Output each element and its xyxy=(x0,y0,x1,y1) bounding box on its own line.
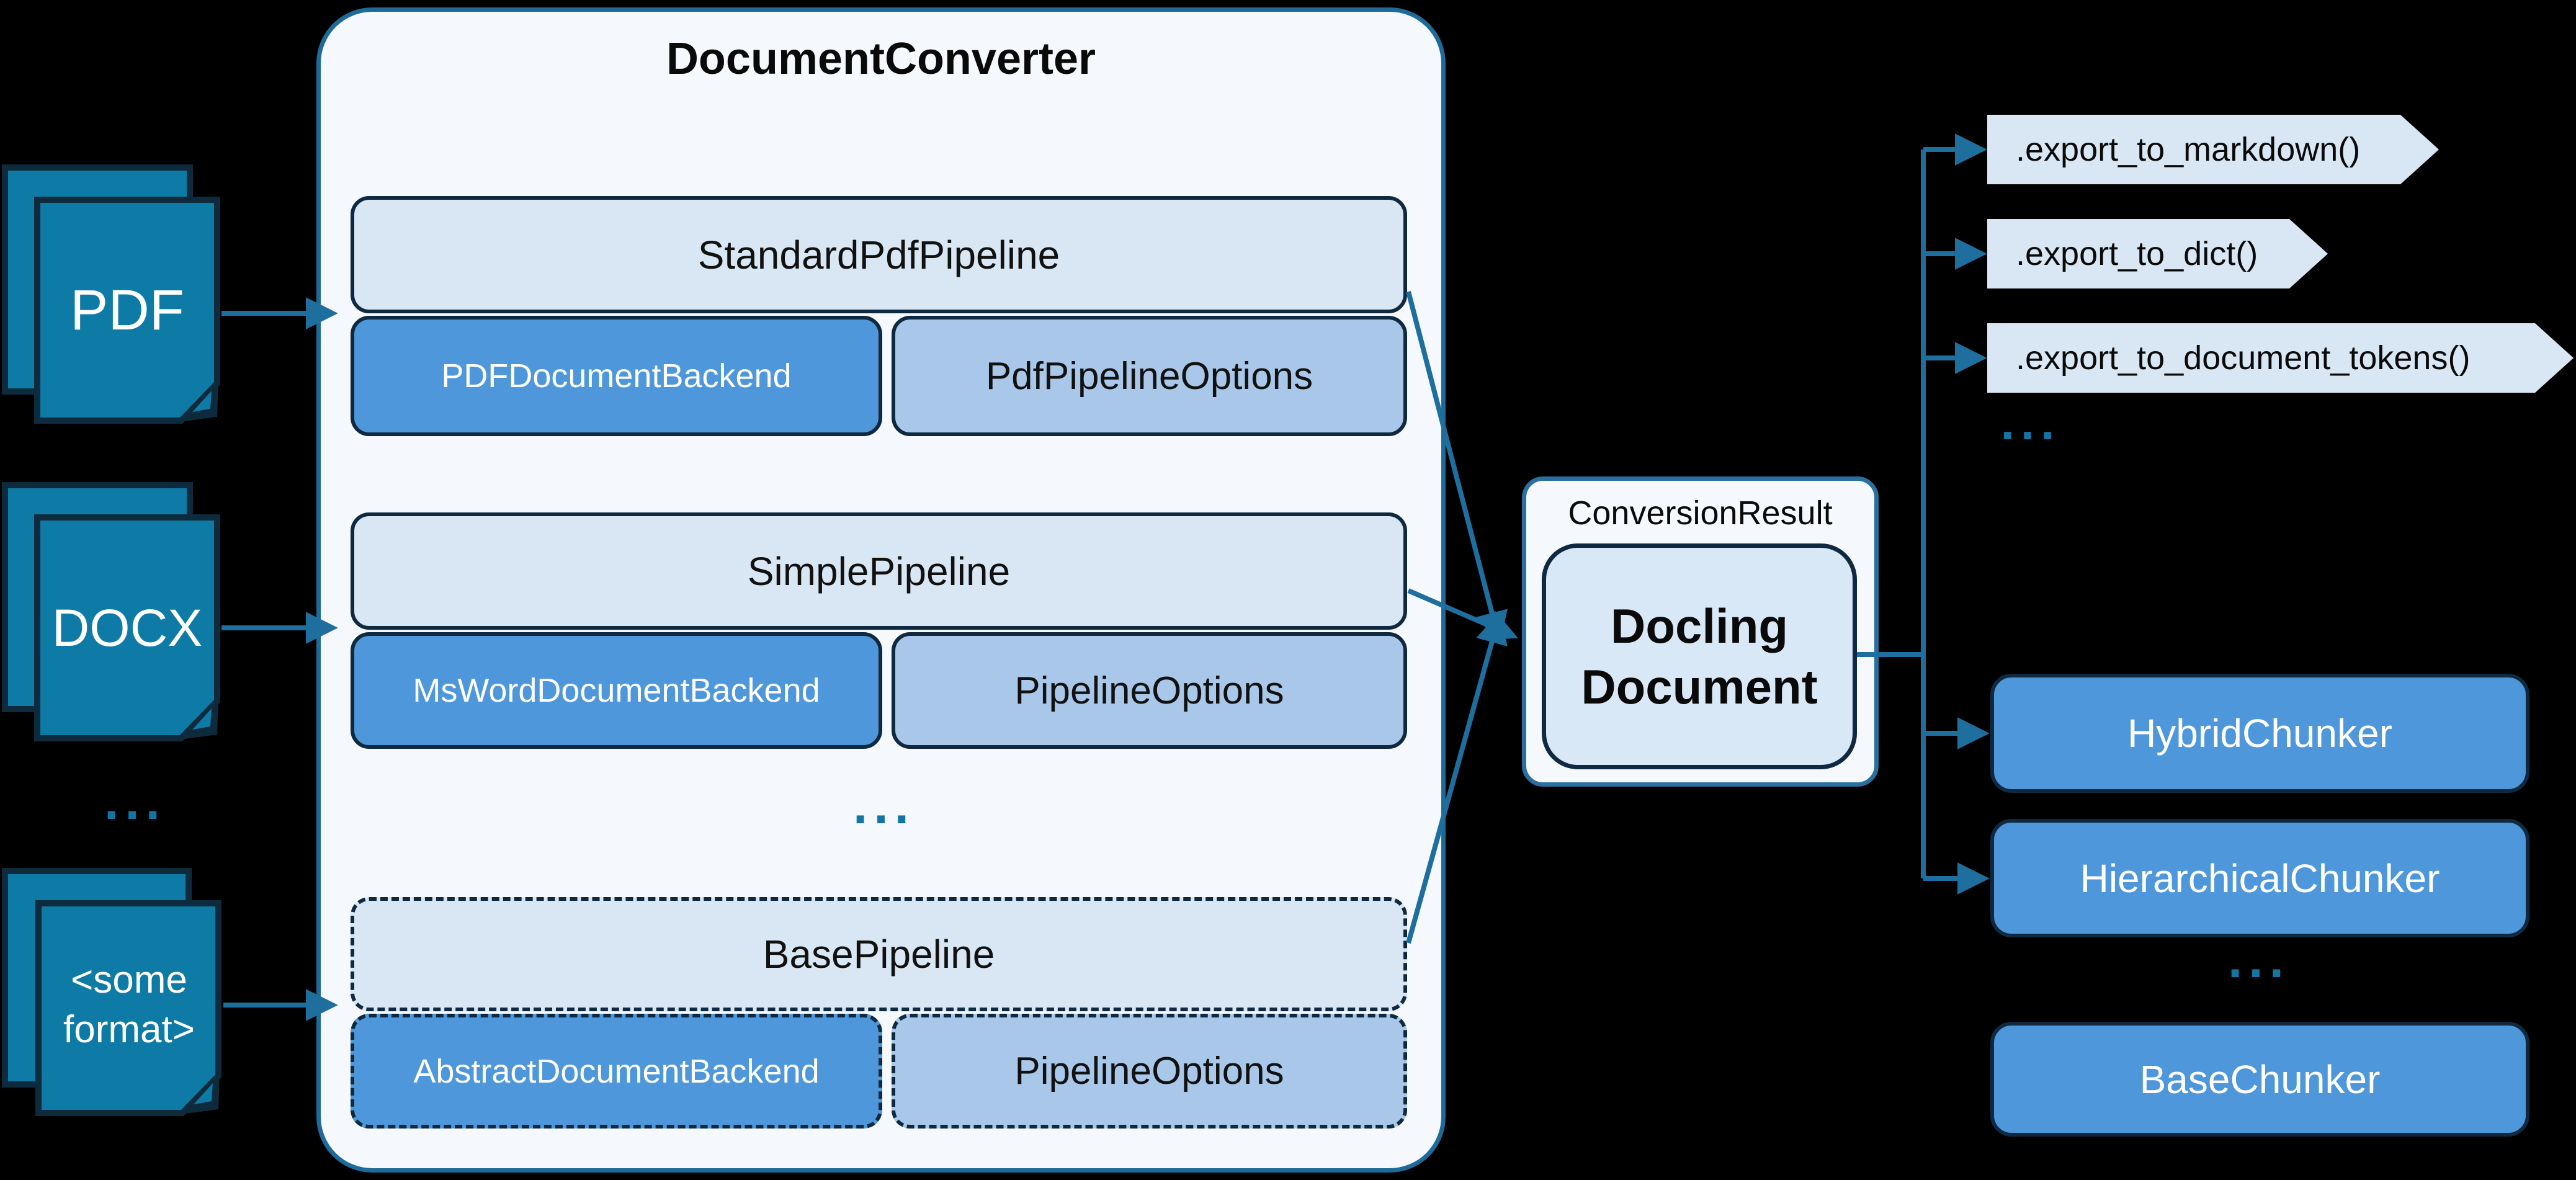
docx-label: DOCX xyxy=(51,598,203,657)
pipeline-base: BasePipeline xyxy=(351,897,1407,1011)
conversion-result-label: ConversionResult xyxy=(1568,494,1833,532)
other-format-line1: <some xyxy=(71,959,187,1001)
docling-document-line1: Docling xyxy=(1611,599,1788,653)
backend-abstract-document: AbstractDocumentBackend xyxy=(351,1014,882,1129)
converter-ellipsis: ... xyxy=(852,776,915,834)
hybrid-chunker-box: HybridChunker xyxy=(1990,674,2529,793)
options-pdf-pipeline: PdfPipelineOptions xyxy=(892,316,1407,436)
document-converter-title: DocumentConverter xyxy=(666,34,1096,84)
inputs-ellipsis: ... xyxy=(104,772,166,830)
pipeline-standard-pdf: StandardPdfPipeline xyxy=(351,196,1407,313)
export-to-document-tokens-tag: .export_to_document_tokens() xyxy=(1987,323,2574,393)
exports-ellipsis: ... xyxy=(2000,395,2061,450)
base-chunker-box: BaseChunker xyxy=(1990,1022,2529,1137)
backend-msword-document: MsWordDocumentBackend xyxy=(351,632,882,749)
pipeline-simple: SimplePipeline xyxy=(351,512,1407,630)
hierarchical-chunker-box: HierarchicalChunker xyxy=(1990,819,2529,937)
export-to-markdown-tag: .export_to_markdown() xyxy=(1987,115,2439,184)
options-pipeline: PipelineOptions xyxy=(892,632,1407,749)
pdf-documents-icon xyxy=(2,164,220,424)
docling-document-box: Docling Document xyxy=(1542,543,1857,769)
chunkers-ellipsis: ... xyxy=(2227,930,2290,988)
other-format-documents-icon xyxy=(2,868,221,1116)
backend-pdf-document: PDFDocumentBackend xyxy=(351,316,882,436)
other-format-line2: format> xyxy=(63,1008,195,1051)
docling-document-line2: Document xyxy=(1581,659,1818,714)
export-to-dict-tag: .export_to_dict() xyxy=(1987,219,2328,288)
other-format-label: <some format> xyxy=(37,912,221,1098)
options-base-pipeline: PipelineOptions xyxy=(892,1014,1407,1129)
docx-documents-icon xyxy=(2,482,220,741)
pdf-label: PDF xyxy=(70,278,184,342)
